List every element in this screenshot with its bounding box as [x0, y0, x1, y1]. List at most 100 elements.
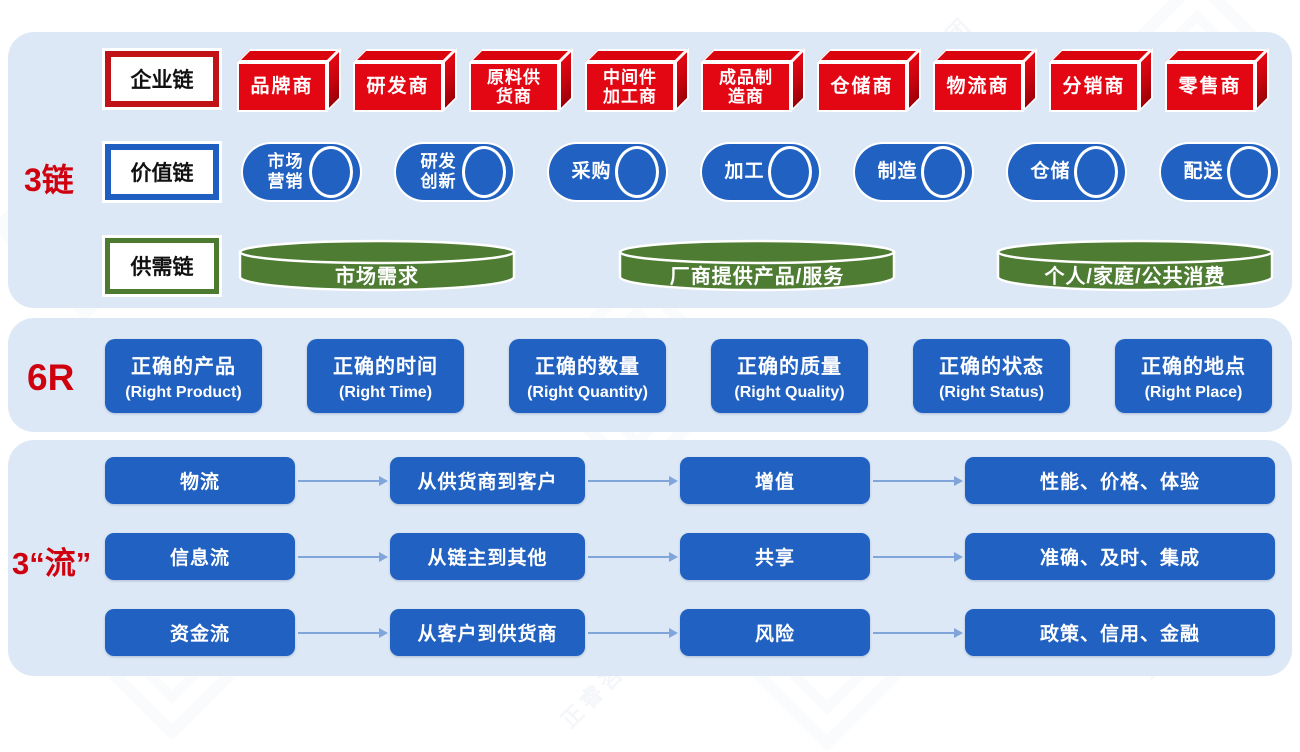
flow-node: 信息流	[105, 533, 295, 580]
six-r-cn: 正确的数量	[535, 356, 640, 378]
box-top-face	[469, 49, 572, 62]
supply-demand-chain-label: 供需链	[105, 238, 219, 294]
box-top-face	[817, 49, 920, 62]
box-top-face	[1049, 49, 1152, 62]
enterprise-node-label: 零售商	[1165, 62, 1255, 112]
enterprise-node: 品牌商	[237, 48, 341, 112]
cylinder-cap	[615, 146, 659, 198]
value-node: 制造	[855, 144, 972, 200]
box-top-face	[933, 49, 1036, 62]
six-r-cn: 正确的产品	[131, 356, 236, 378]
six-r-cn: 正确的时间	[333, 356, 438, 378]
arrow-right-icon	[873, 628, 963, 638]
enterprise-node: 零售商	[1165, 48, 1269, 112]
six-r-en: (Right Time)	[338, 384, 433, 401]
value-node-label: 配送	[1183, 161, 1224, 183]
value-chain-row: 市场 营销 研发 创新 采购 加工 制造 仓储 配送	[243, 144, 1278, 200]
supply-demand-node: 市场需求	[237, 239, 517, 293]
supply-demand-node-label: 个人/家庭/公共消费	[1044, 265, 1226, 288]
six-r-item: 正确的状态 (Right Status)	[913, 339, 1070, 413]
value-node-label: 采购	[571, 161, 612, 183]
six-r-en: (Right Status)	[939, 384, 1044, 401]
enterprise-node: 分销商	[1049, 48, 1153, 112]
supply-demand-node-label: 市场需求	[335, 265, 419, 288]
enterprise-node-label: 物流商	[933, 62, 1023, 112]
cylinder-cap	[921, 146, 965, 198]
value-node: 加工	[702, 144, 819, 200]
value-node: 采购	[549, 144, 666, 200]
value-node-label: 研发 创新	[420, 152, 457, 191]
section-label-3-chains: 3链	[24, 162, 74, 198]
flow-node: 准确、及时、集成	[965, 533, 1275, 580]
six-r-item: 正确的时间 (Right Time)	[307, 339, 464, 413]
box-top-face	[353, 49, 456, 62]
six-r-cn: 正确的地点	[1141, 356, 1246, 378]
arrow-right-icon	[298, 552, 388, 562]
enterprise-node: 中间件 加工商	[585, 48, 689, 112]
six-r-item: 正确的产品 (Right Product)	[105, 339, 262, 413]
section-label-6r: 6R	[27, 357, 75, 398]
drum-shape	[618, 239, 896, 292]
flow-node: 从供货商到客户	[390, 457, 585, 504]
six-r-item: 正确的地点 (Right Place)	[1115, 339, 1272, 413]
value-node-label: 加工	[724, 161, 765, 183]
cylinder-cap	[768, 146, 812, 198]
supply-demand-node-label: 厂商提供产品/服务	[669, 265, 845, 288]
enterprise-chain-row: 品牌商 研发商 原料供 货商 中间件 加工商 成品制 造商 仓储商 物流商 分销…	[237, 48, 1269, 112]
value-node: 配送	[1161, 144, 1278, 200]
enterprise-node: 仓储商	[817, 48, 921, 112]
six-r-item: 正确的数量 (Right Quantity)	[509, 339, 666, 413]
enterprise-node-label: 分销商	[1049, 62, 1139, 112]
supply-demand-node: 个人/家庭/公共消费	[995, 239, 1275, 293]
arrow-right-icon	[298, 476, 388, 486]
flow-node: 共享	[680, 533, 870, 580]
enterprise-node: 成品制 造商	[701, 48, 805, 112]
enterprise-node-label: 原料供 货商	[469, 62, 559, 112]
six-r-cn: 正确的质量	[737, 356, 842, 378]
enterprise-node: 物流商	[933, 48, 1037, 112]
cylinder-cap	[1074, 146, 1118, 198]
arrow-right-icon	[873, 476, 963, 486]
section-label-3-flows: 3“流”	[12, 546, 92, 581]
value-node: 研发 创新	[396, 144, 513, 200]
value-node: 仓储	[1008, 144, 1125, 200]
arrow-right-icon	[298, 628, 388, 638]
cylinder-cap	[1227, 146, 1271, 198]
flow-node: 增值	[680, 457, 870, 504]
arrow-right-icon	[588, 628, 678, 638]
value-node-label: 市场 营销	[267, 152, 304, 191]
enterprise-node-label: 仓储商	[817, 62, 907, 112]
value-node: 市场 营销	[243, 144, 360, 200]
six-r-en: (Right Quantity)	[527, 384, 648, 401]
six-r-en: (Right Product)	[125, 384, 242, 401]
arrow-right-icon	[873, 552, 963, 562]
flow-node: 资金流	[105, 609, 295, 656]
drum-shape	[996, 239, 1274, 292]
enterprise-node-label: 研发商	[353, 62, 443, 112]
flow-node: 物流	[105, 457, 295, 504]
six-r-en: (Right Quality)	[734, 384, 845, 401]
enterprise-node: 原料供 货商	[469, 48, 573, 112]
flow-node: 性能、价格、体验	[965, 457, 1275, 504]
six-r-en: (Right Place)	[1144, 384, 1243, 401]
cylinder-cap	[309, 146, 353, 198]
enterprise-chain-label: 企业链	[105, 51, 219, 107]
flow-node: 从客户到供货商	[390, 609, 585, 656]
six-r-row: 正确的产品 (Right Product) 正确的时间 (Right Time) 正…	[105, 339, 1272, 413]
cylinder-cap	[462, 146, 506, 198]
box-top-face	[585, 49, 688, 62]
flow-node: 风险	[680, 609, 870, 656]
drum-shape	[238, 239, 516, 292]
box-top-face	[701, 49, 804, 62]
arrow-right-icon	[588, 476, 678, 486]
six-r-cn: 正确的状态	[939, 356, 1044, 378]
value-node-label: 制造	[877, 161, 918, 183]
value-node-label: 仓储	[1030, 161, 1071, 183]
enterprise-node-label: 中间件 加工商	[585, 62, 675, 112]
box-top-face	[1165, 49, 1268, 62]
box-top-face	[237, 49, 340, 62]
arrow-right-icon	[588, 552, 678, 562]
flow-node: 政策、信用、金融	[965, 609, 1275, 656]
value-chain-label: 价值链	[105, 144, 219, 200]
six-r-item: 正确的质量 (Right Quality)	[711, 339, 868, 413]
